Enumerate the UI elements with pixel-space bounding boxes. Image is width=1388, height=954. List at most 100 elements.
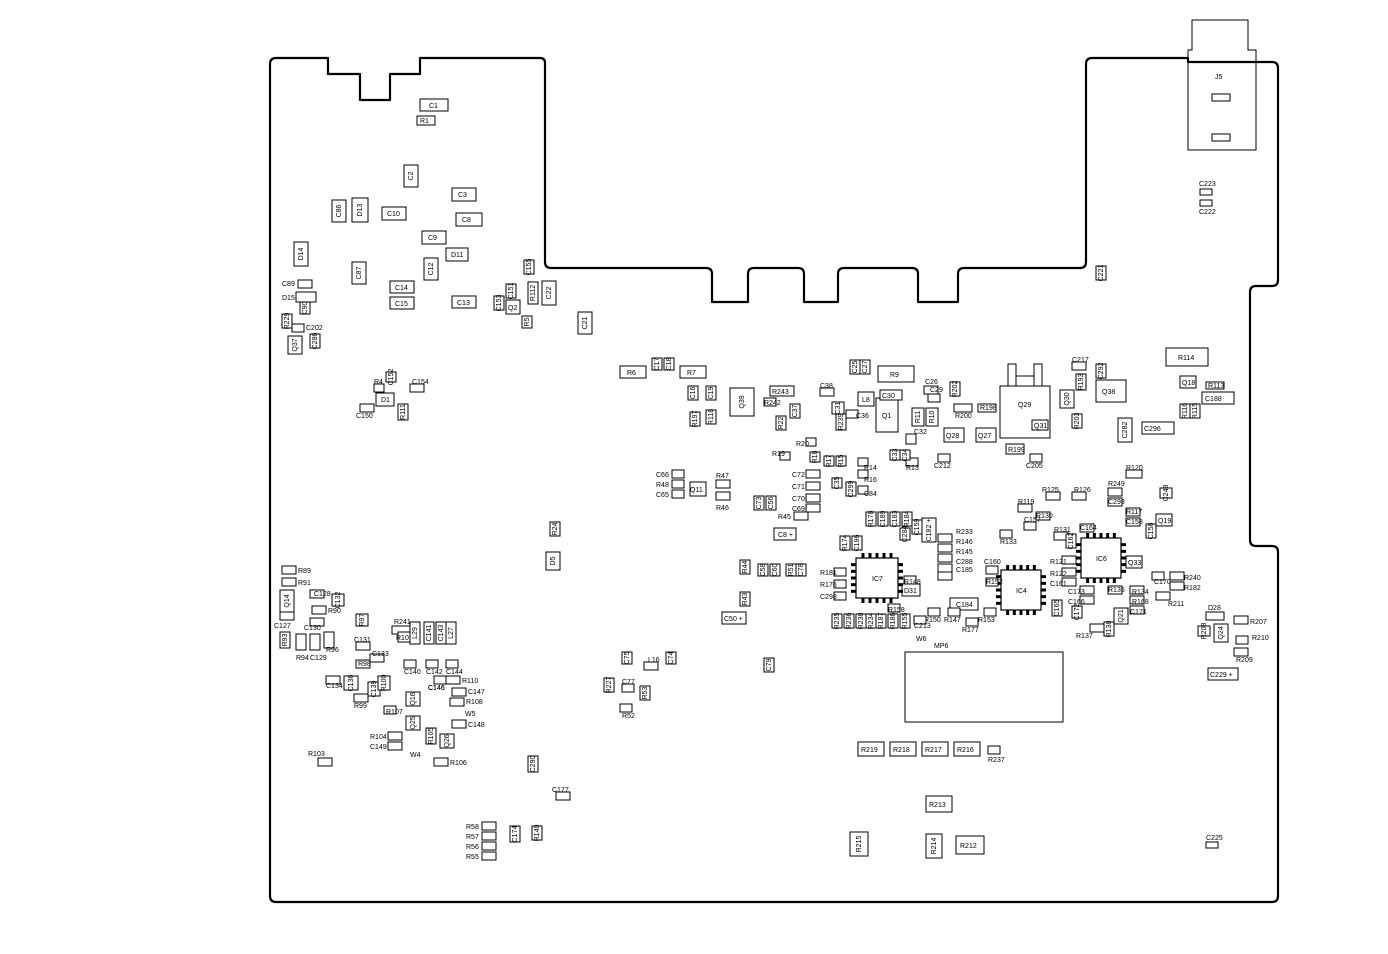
component-label: R208 [1201,623,1208,640]
component-pad [331,199,347,223]
component-pad [805,437,817,447]
component-label: R16 [864,477,877,484]
component-pad [1201,391,1235,405]
component-c162: C162 [1065,533,1077,549]
component-label: R203 [1074,413,1081,430]
ic-pin [1099,533,1103,538]
ic-pin [1121,556,1126,560]
component-pad [1151,571,1165,581]
component-c19: C19 [705,385,717,401]
component-pad [1079,595,1095,605]
component-pad [665,651,677,665]
component-pad [887,603,901,613]
component-label: C34 [902,448,909,461]
component-pad [521,315,533,329]
component-pad [983,607,997,617]
component-label: R17 [826,454,833,467]
component-pad [899,613,911,629]
component-r93: R93 [279,631,291,649]
component-r115: R115 [1189,403,1201,419]
component-c72: C72 [792,469,821,479]
component-pad [937,553,953,563]
component-label: R200 [955,413,972,420]
component-c34: C34 [899,448,911,461]
component-label: C25 [852,360,859,373]
component-c14: C14 [389,280,415,294]
component-d11: D11 [445,247,469,262]
component-label: C161 [1050,581,1067,588]
component-pad [1051,599,1063,617]
component-pad [715,491,731,501]
component-pad [351,261,367,285]
component-label: C29 [930,387,943,394]
component-pad [671,479,685,489]
component-pad [773,527,797,541]
component-r97: R97 [355,613,369,627]
component-pad [603,677,615,693]
component-label: L29 [412,627,419,639]
component-c133: C133 [369,651,389,663]
component-r110: R110 [445,675,478,685]
component-label: C184 [956,602,973,609]
component-pad [663,357,675,371]
component-pad [875,613,887,629]
component-label: C19 [708,386,715,399]
component-label: C217 [1072,357,1089,364]
component-r53: R53 [639,685,651,701]
ic-pin [889,553,893,558]
component-pad [977,403,997,413]
component-c79: C79 [763,657,775,673]
component-pad [279,611,295,621]
component-pad [1071,605,1083,619]
component-label: C8 + [778,532,793,539]
component-c161: C161 [1050,577,1077,588]
ic-pin [1106,578,1110,583]
component-label: R14 [864,465,877,472]
ic-pin [898,589,903,593]
component-label: R99 [354,703,367,710]
ic-pin [1121,569,1126,573]
component-label: R106 [450,760,467,767]
component-r100: R100 [377,675,391,691]
component-r238: R238 [855,613,867,629]
component-label: R58 [466,824,479,831]
component-pad [451,719,467,729]
component-pad [925,407,939,427]
component-pad [287,335,303,355]
component-label: C136 [348,675,355,692]
component-c165: C165 [1051,599,1063,617]
component-label: Q2 [508,305,517,312]
component-label: D14 [298,247,305,260]
component-r96: R96 [323,631,339,654]
component-label: C86 [336,204,343,217]
ic-pin [1121,543,1126,547]
component-pad [377,675,391,691]
component-r177: R177 [962,617,979,634]
component-pad [1107,487,1123,497]
component-label: C128 [314,591,331,598]
component-label: Q28 [946,433,959,440]
component-pad [831,613,843,629]
ic-pin [1032,610,1036,615]
ic-pin [882,598,886,603]
component-label: C150 [356,413,373,420]
component-r118: R118 [705,409,717,425]
component-pad [937,543,953,553]
ic-pin [1006,565,1010,570]
ic-pin [1092,533,1096,538]
component-label: R13 [906,465,919,472]
component-pad [449,697,465,707]
component-pad [419,98,449,112]
component-pad [843,613,855,629]
ic-pin [889,598,893,603]
component-c155: C155 [523,259,535,275]
component-l29: L29 [409,621,421,645]
component-label: R150 [924,617,941,624]
component-label: D11 [451,252,463,259]
ic-pin [1019,565,1023,570]
component-c32: C32 [905,429,927,445]
ic-pin [1026,610,1030,615]
ic-pin [861,598,865,603]
component-pad [643,661,659,671]
component-pad [416,115,436,126]
